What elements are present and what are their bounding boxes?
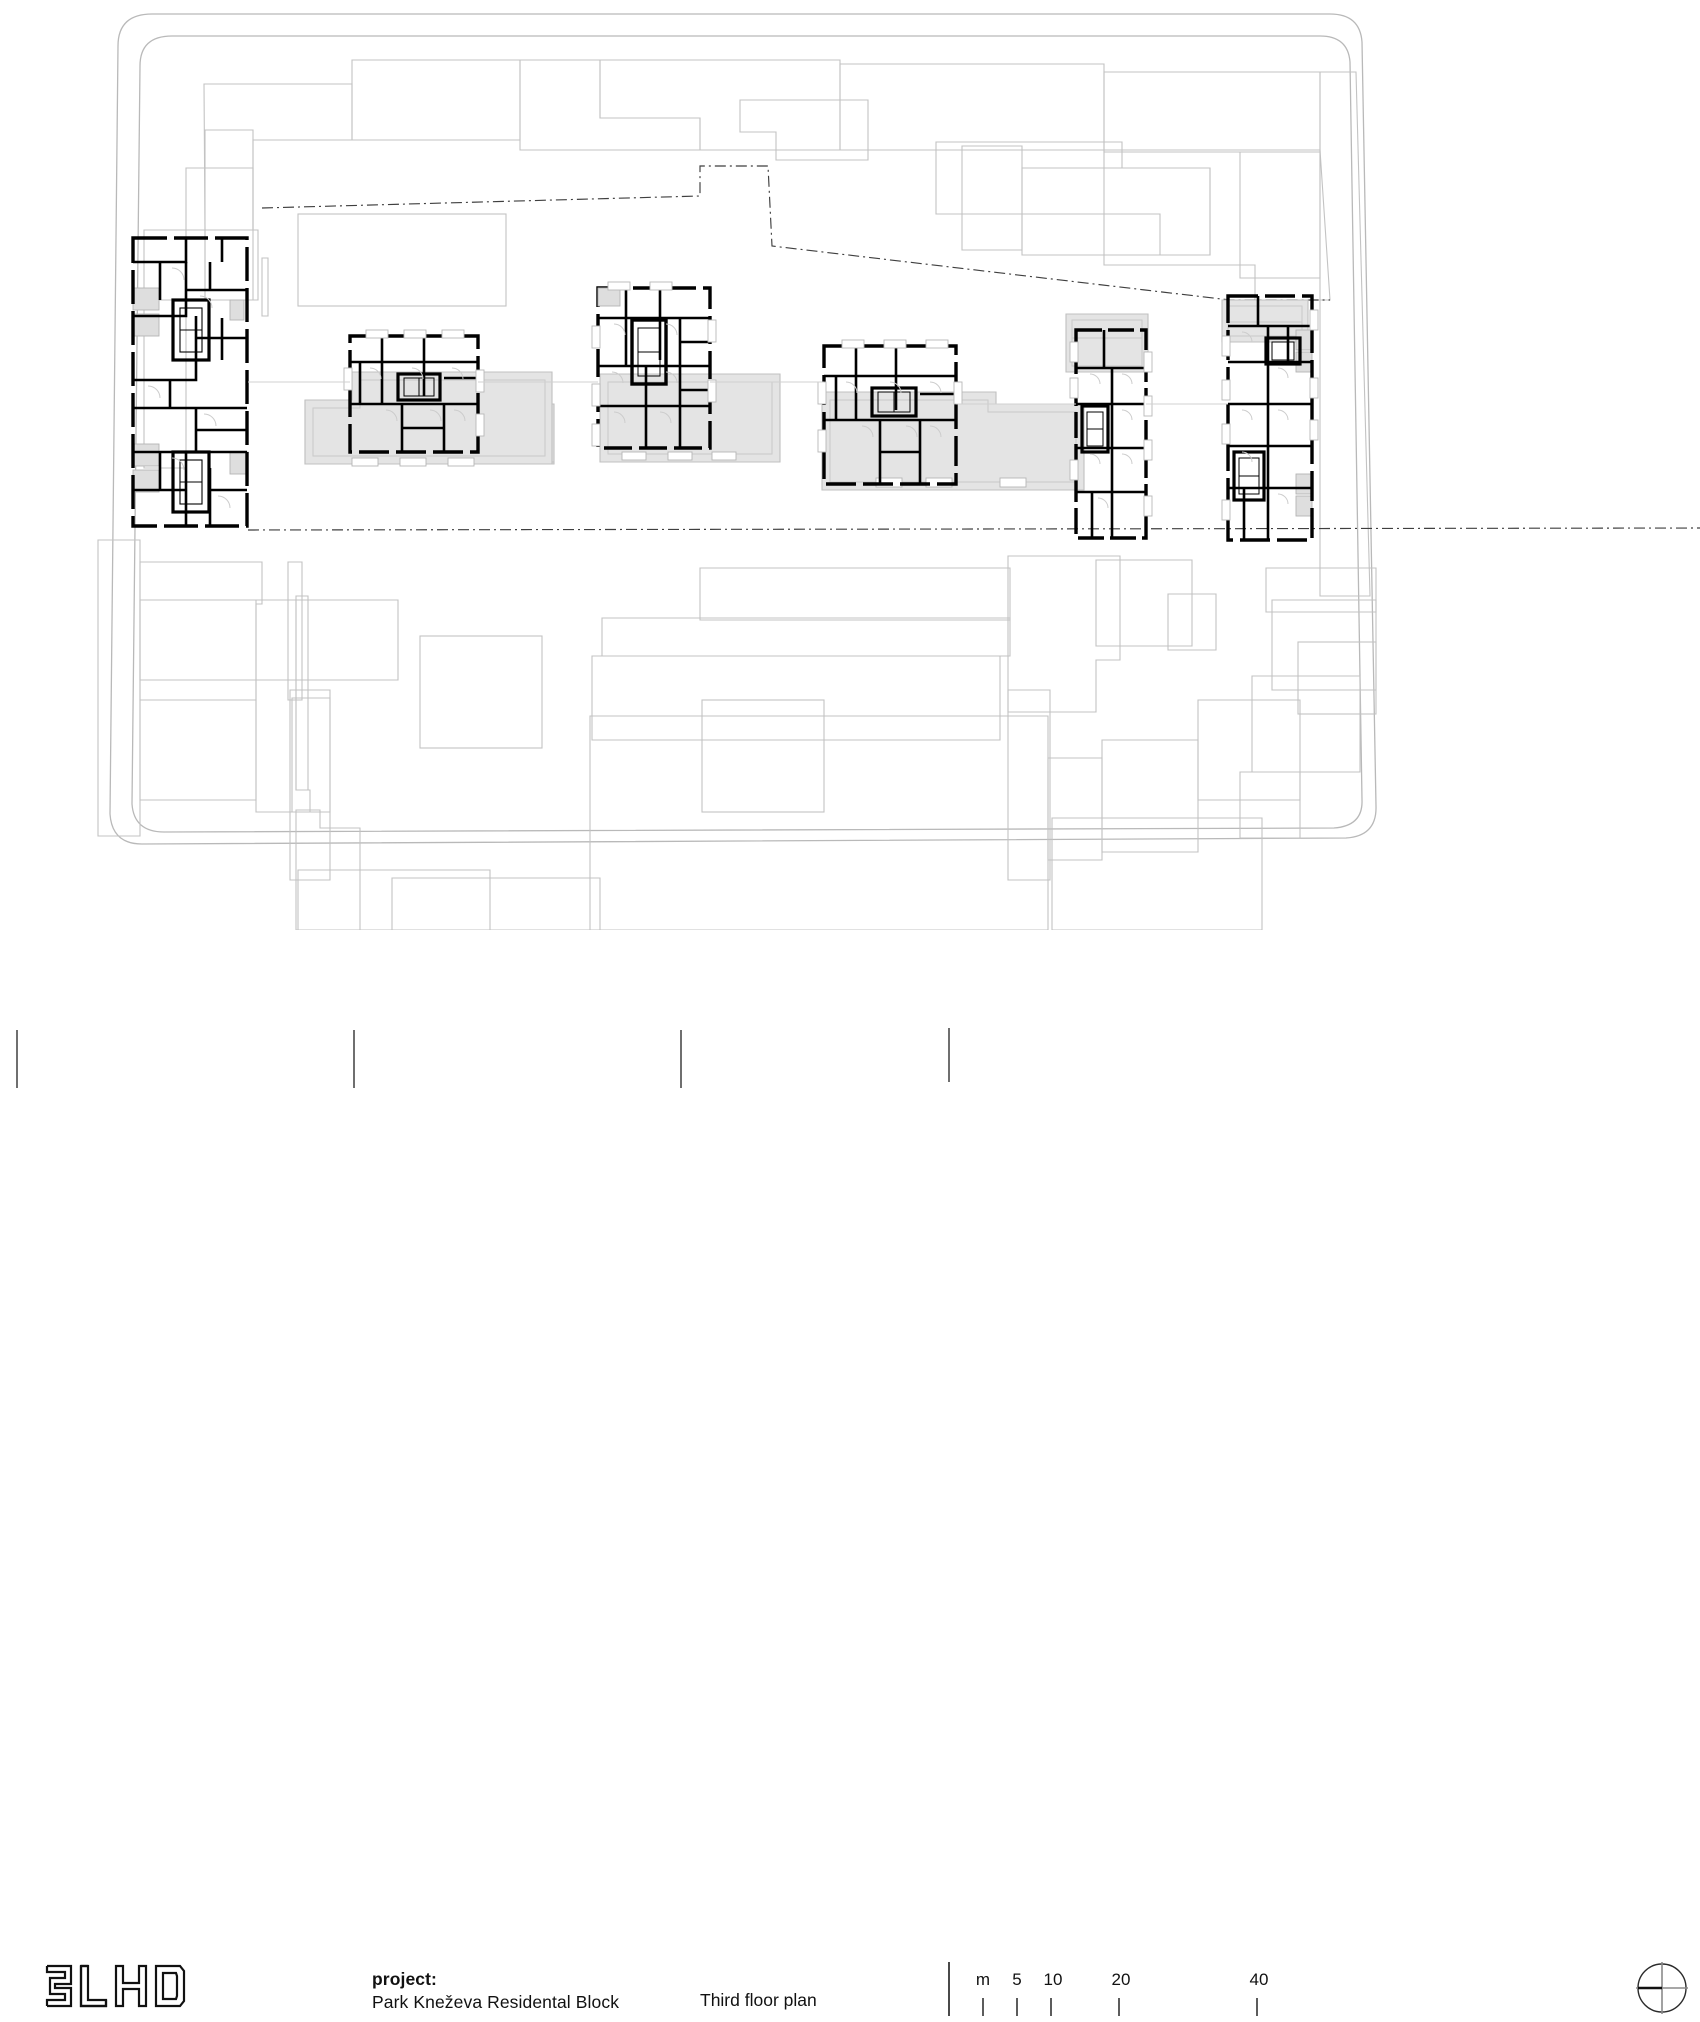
building-block-d	[817, 339, 963, 486]
building-block-b	[343, 329, 485, 454]
north-arrow-icon	[1633, 1959, 1691, 2017]
divider-scale	[948, 1028, 950, 1082]
project-label: project:	[372, 1969, 437, 1989]
scale-tick-10: 10	[1044, 1970, 1063, 1989]
building-block-a	[131, 236, 249, 528]
logo-3lhd-icon	[45, 1964, 186, 2008]
building-block-c	[591, 281, 717, 450]
site-boundary	[109, 13, 1377, 845]
scale-tick-40: 40	[1250, 1970, 1269, 1989]
drawing-name: Third floor plan	[700, 1990, 817, 2010]
scale-tick-20: 20	[1112, 1970, 1131, 1989]
divider-project	[353, 1030, 355, 1088]
connector-lines	[248, 381, 1228, 405]
context-buildings	[97, 59, 1377, 930]
site-plan-drawing	[0, 0, 1700, 930]
project-info: project: Park Kneževa Residental Block	[372, 1968, 619, 2014]
building-block-e	[1069, 328, 1153, 540]
studio-logo[interactable]	[44, 1962, 194, 2018]
project-name: Park Kneževa Residental Block	[372, 1992, 620, 2013]
terrace-slabs	[304, 299, 1309, 491]
scale-tick-m: m	[976, 1970, 990, 1989]
title-block: project: Park Kneževa Residental Block T…	[0, 930, 1700, 2016]
scale-tick-5: 5	[1012, 1970, 1021, 1989]
scale-bar: m 5 10 20 40	[935, 1958, 1355, 2022]
building-block-f	[1221, 294, 1319, 542]
divider-left	[16, 1030, 18, 1088]
divider-sheet	[680, 1030, 682, 1088]
